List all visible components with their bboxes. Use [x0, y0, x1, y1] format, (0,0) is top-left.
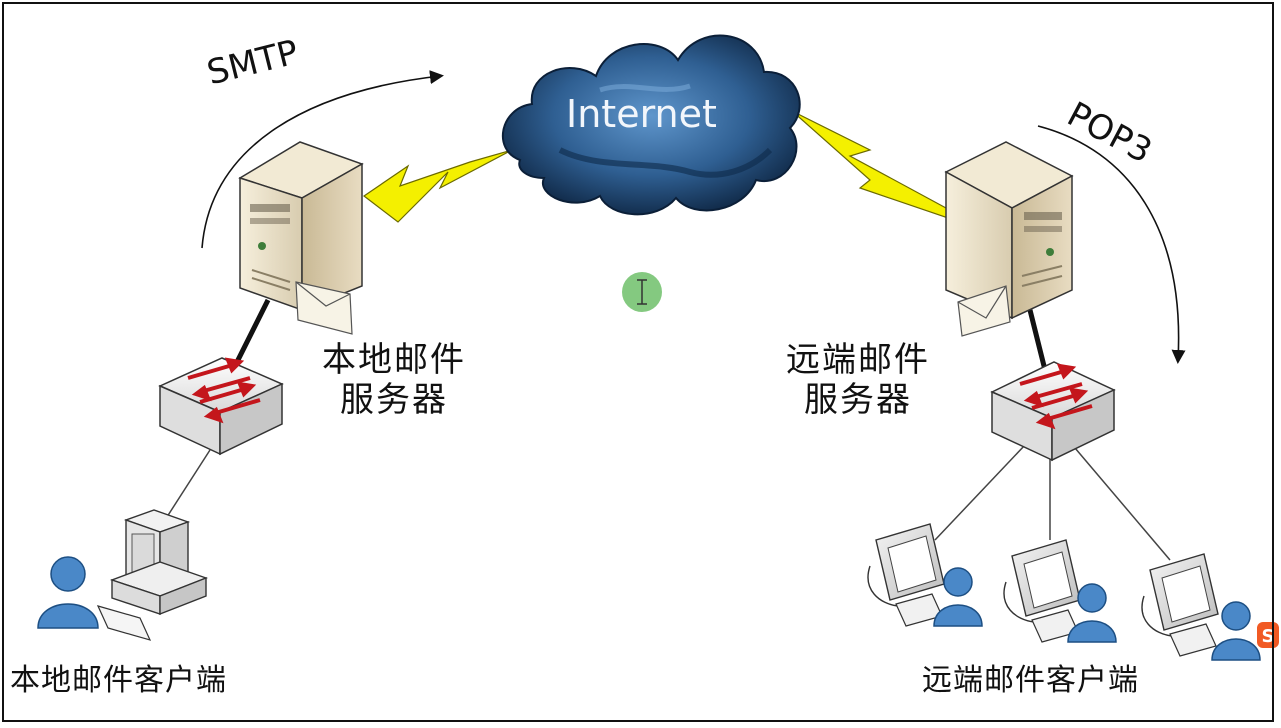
smtp-arrow	[201, 70, 444, 249]
remote-switch-client1-link	[934, 444, 1026, 541]
remote-workstation-icon	[1141, 553, 1219, 657]
pop3-arrow	[1037, 125, 1186, 364]
local-user-icon	[37, 556, 99, 629]
remote-user-icon	[1067, 583, 1117, 643]
local-server-label: 本地邮件 服务器	[322, 340, 466, 420]
remote-switch-icon	[990, 361, 1116, 462]
remote-server-switch-link	[1027, 309, 1048, 371]
internet-cloud-icon	[502, 34, 801, 216]
remote-server-label-line2: 服务器	[804, 380, 912, 420]
local-mail-server-icon	[238, 141, 364, 335]
local-switch-icon	[158, 357, 284, 456]
local-server-label-line2: 服务器	[340, 380, 448, 420]
text-cursor-icon	[622, 272, 662, 312]
remote-mail-server-icon	[944, 141, 1074, 337]
local-client-label: 本地邮件客户端	[10, 663, 227, 698]
local-switch-client-link	[164, 449, 211, 521]
svg-text:S: S	[1262, 626, 1275, 647]
local-server-label-line1: 本地邮件	[322, 340, 466, 380]
remote-switch-client3-link	[1074, 447, 1171, 561]
remote-server-label: 远端邮件 服务器	[786, 340, 930, 420]
remote-workstation-icon	[867, 523, 945, 627]
remote-user-icon	[1211, 601, 1261, 661]
internet-label: Internet	[566, 92, 717, 136]
remote-server-label-line1: 远端邮件	[786, 340, 930, 380]
local-workstation-icon	[96, 509, 209, 641]
remote-workstation-icon	[1003, 539, 1081, 643]
remote-user-icon	[933, 567, 983, 627]
remote-client-label: 远端邮件客户端	[922, 663, 1139, 698]
